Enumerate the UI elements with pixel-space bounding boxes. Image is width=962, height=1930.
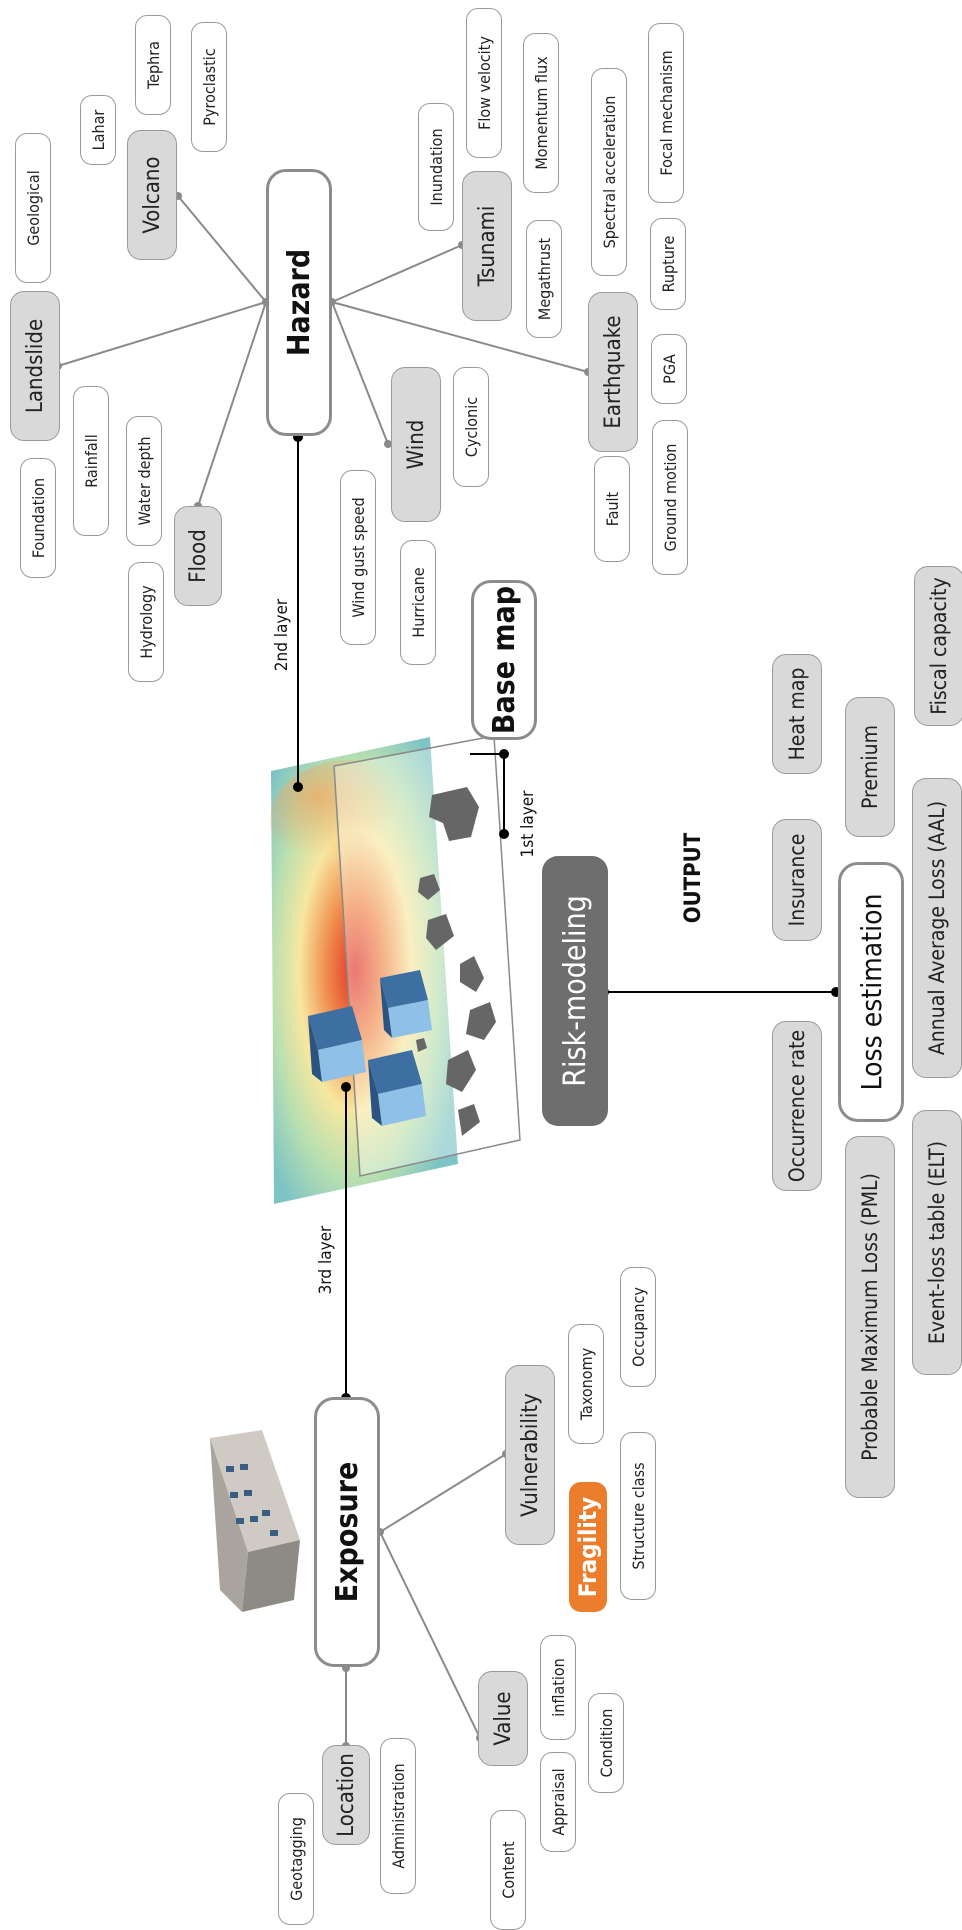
inflation-leaf: inflation [540, 1635, 576, 1740]
volcano-category: Volcano [127, 130, 177, 260]
wind-category: Wind [391, 367, 441, 522]
ground-motion-leaf: Ground motion [652, 420, 688, 575]
base-map-layer [333, 735, 521, 1177]
fault-leaf: Fault [594, 456, 630, 562]
earthquake-category: Earthquake [588, 292, 638, 452]
administration-leaf: Administration [380, 1738, 416, 1894]
cyclonic-leaf: Cyclonic [453, 367, 489, 487]
occupancy-leaf: Occupancy [620, 1267, 656, 1387]
third-layer-label: 3rd layer [316, 1225, 336, 1295]
wind-gust-speed-leaf: Wind gust speed [340, 470, 376, 645]
annual-average-loss-output: Annual Average Loss (AAL) [912, 778, 962, 1078]
location-category: Location [322, 1745, 370, 1845]
value-category: Value [478, 1671, 528, 1766]
building-icon [210, 1430, 300, 1612]
structure-class-leaf: Structure class [620, 1432, 656, 1600]
lahar-leaf: Lahar [80, 95, 116, 165]
water-depth-leaf: Water depth [126, 416, 162, 546]
tephra-leaf: Tephra [135, 15, 171, 115]
inundation-leaf: Inundation [418, 103, 454, 231]
rupture-leaf: Rupture [650, 218, 686, 310]
flow-velocity-leaf: Flow velocity [466, 8, 502, 158]
output-label: OUTPUT [680, 832, 706, 924]
content-leaf: Content [490, 1810, 526, 1930]
spectral-acceleration-leaf: Spectral acceleration [591, 68, 627, 276]
pyroclastic-leaf: Pyroclastic [191, 22, 227, 152]
flood-category: Flood [174, 506, 222, 606]
occurrence-rate-output: Occurrence rate [772, 1021, 822, 1191]
fragility-label: Fragility [569, 1482, 607, 1612]
megathrust-leaf: Megathrust [526, 220, 562, 338]
building-cluster-2 [368, 1050, 426, 1126]
second-layer-label: 2nd layer [272, 598, 292, 672]
insurance-output: Insurance [772, 819, 822, 941]
vulnerability-category: Vulnerability [505, 1365, 555, 1545]
pga-leaf: PGA [651, 334, 687, 404]
hurricane-leaf: Hurricane [400, 540, 436, 665]
geotagging-leaf: Geotagging [278, 1793, 314, 1925]
foundation-leaf: Foundation [20, 458, 56, 578]
hydrology-leaf: Hydrology [128, 562, 164, 682]
heat-map-output: Heat map [772, 654, 822, 774]
fiscal-capacity-output: Fiscal capacity [914, 566, 962, 726]
momentum-flux-leaf: Momentum flux [523, 33, 559, 193]
loss-estimation-node: Loss estimation [838, 862, 904, 1122]
hazard-node: Hazard [266, 169, 332, 436]
building-cluster-3 [380, 970, 432, 1038]
probable-maximum-loss-output: Probable Maximum Loss (PML) [845, 1136, 895, 1498]
building-cluster-1 [308, 1006, 366, 1082]
premium-output: Premium [845, 697, 895, 837]
tsunami-category: Tsunami [462, 171, 512, 321]
taxonomy-leaf: Taxonomy [568, 1324, 604, 1444]
condition-leaf: Condition [588, 1693, 624, 1793]
appraisal-leaf: Appraisal [540, 1752, 576, 1852]
geological-leaf: Geological [15, 133, 51, 283]
exposure-node: Exposure [314, 1397, 380, 1667]
base-map-node: Base map [471, 580, 537, 740]
event-loss-table-output: Event-loss table (ELT) [912, 1110, 962, 1375]
focal-mechanism-leaf: Focal mechanism [648, 23, 684, 203]
risk-modeling-node: Risk-modeling [542, 856, 608, 1126]
first-layer-label: 1st layer [518, 790, 538, 858]
rainfall-leaf: Rainfall [73, 386, 109, 536]
landslide-category: Landslide [10, 291, 60, 441]
